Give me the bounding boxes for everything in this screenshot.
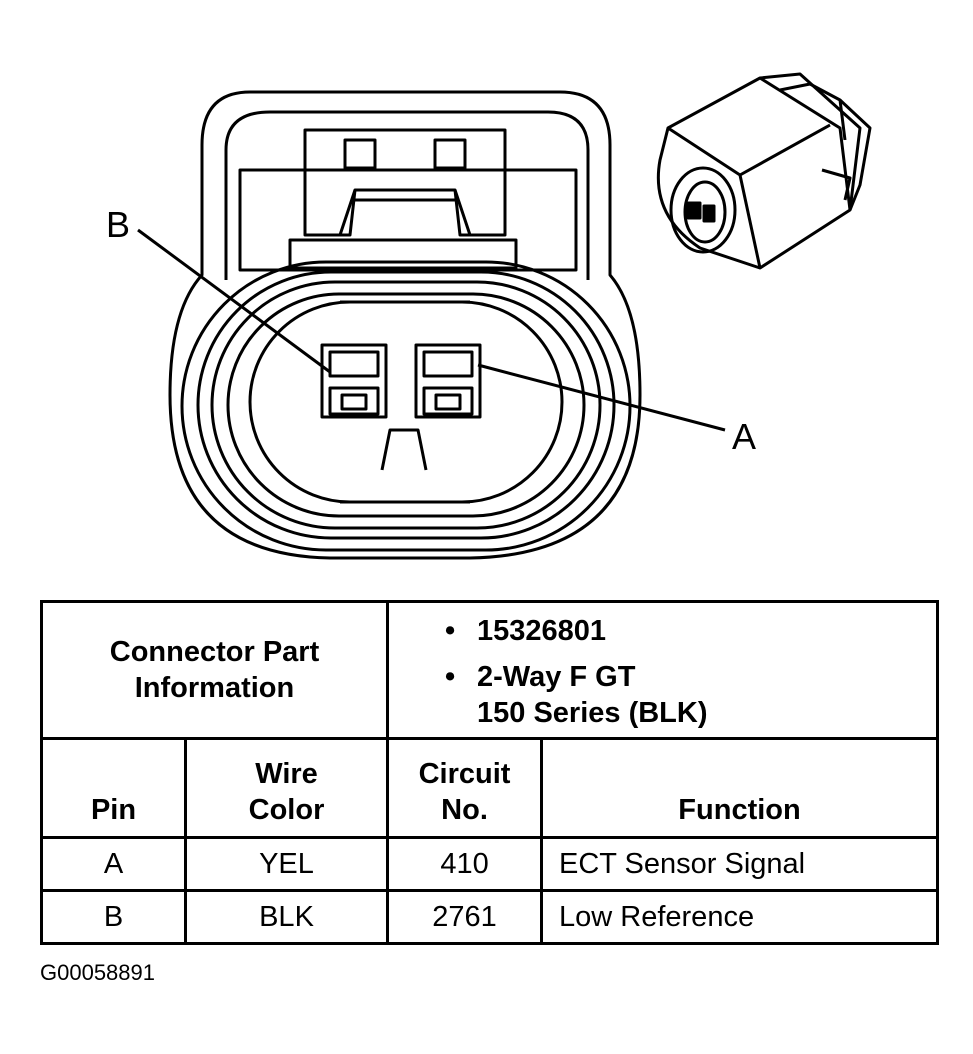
bullet-icon: • — [445, 661, 456, 693]
header-pin: Pin — [40, 737, 187, 839]
table-row: A YEL 410 ECT Sensor Signal — [40, 836, 940, 892]
wire-color-cell: BLK — [183, 889, 390, 945]
terminal-b — [320, 343, 388, 419]
part-info-label-line1: Connector Part — [109, 636, 320, 668]
connector-type: 2-Way F GT 150 Series (BLK) — [477, 659, 708, 731]
part-number: 15326801 — [477, 615, 607, 647]
circuit-cell: 410 — [386, 836, 544, 892]
part-info-label: Connector Part Information — [39, 600, 390, 740]
header-wire-line1: Wire — [255, 758, 318, 790]
header-circuit-line2: No. — [441, 794, 488, 826]
connector-type-item: • 2-Way F GT 150 Series (BLK) — [389, 659, 936, 731]
connector-body-outline — [168, 90, 642, 560]
part-number-item: • 15326801 — [389, 613, 936, 649]
terminal-a — [414, 343, 482, 419]
header-wire-color: Wire Color — [183, 737, 390, 839]
leader-line-b — [137, 228, 331, 374]
pin-cell: A — [40, 836, 187, 892]
callout-label-a: A — [732, 416, 757, 457]
part-info-values: • 15326801 • 2-Way F GT 150 Series (BLK) — [386, 600, 940, 740]
header-circuit-no: Circuit No. — [386, 737, 544, 839]
function-cell: Low Reference — [540, 889, 940, 945]
connector-body-inner — [270, 110, 590, 280]
polarization-key — [380, 428, 428, 471]
cavity-face — [248, 300, 564, 504]
seal-ring-3 — [210, 280, 602, 530]
column-header-row: Pin Wire Color Circuit No. Function — [40, 737, 940, 839]
header-wire-line2: Color — [248, 794, 325, 826]
connector-type-line2: 150 Series (BLK) — [477, 697, 708, 729]
part-info-label-line2: Information — [134, 672, 295, 704]
part-info-row: Connector Part Information • 15326801 • … — [39, 600, 940, 740]
connector-face-diagram — [137, 72, 872, 560]
circuit-cell: 2761 — [386, 889, 544, 945]
pin-cell: B — [40, 889, 187, 945]
connector-type-line1: 2-Way F GT — [477, 661, 636, 693]
latch — [238, 168, 578, 272]
table-row: B BLK 2761 Low Reference — [40, 889, 940, 945]
seal-ring-4 — [226, 292, 586, 518]
callout-label-b: B — [106, 204, 131, 245]
wire-color-cell: YEL — [183, 836, 390, 892]
bullet-icon: • — [445, 615, 456, 647]
seal-ring-2 — [196, 270, 616, 540]
leader-line-a — [477, 363, 726, 432]
header-circuit-line1: Circuit — [418, 758, 511, 790]
function-cell: ECT Sensor Signal — [540, 836, 940, 892]
header-function: Function — [540, 737, 940, 839]
connector-3d-view — [656, 72, 872, 270]
connector-info-table: Connector Part Information • 15326801 • … — [39, 600, 940, 945]
figure-id: G00058891 — [40, 960, 155, 985]
